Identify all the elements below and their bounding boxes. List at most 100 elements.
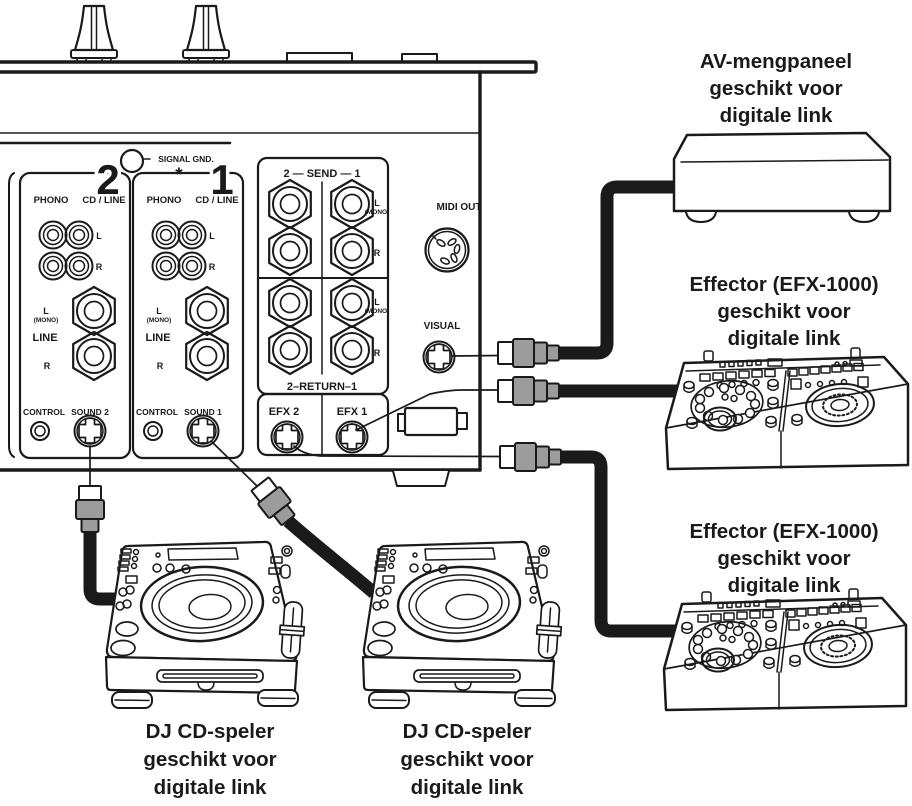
return-l-jack-1 — [330, 277, 374, 329]
svg-text:geschikt voor: geschikt voor — [400, 748, 533, 771]
return-l-label: L — [374, 297, 380, 307]
send-mono-label: (MONO) — [365, 209, 390, 216]
line-l-label: L — [43, 306, 49, 316]
send-l-label: L — [374, 198, 380, 208]
signal-gnd-label: SIGNAL GND. — [158, 154, 214, 164]
line-label: LINE — [32, 332, 57, 344]
fader-knob-right — [181, 4, 231, 63]
efx1-line — [355, 389, 501, 431]
line-mono-label: (MONO) — [147, 317, 172, 324]
sound1-line — [210, 440, 261, 490]
digital-link-plug-sound2 — [75, 485, 105, 533]
effector-bottom-label: Effector (EFX-1000) geschikt voor digita… — [689, 520, 878, 597]
fader-knob-left — [69, 4, 119, 63]
visual-label: VISUAL — [424, 321, 461, 332]
cable-to-effector-bottom — [561, 450, 676, 638]
svg-text:geschikt voor: geschikt voor — [143, 748, 276, 771]
cable-to-cd-left — [83, 530, 124, 606]
cd-line-l-jack — [177, 220, 207, 250]
send-return-section: 2 — SEND — 1 L (MONO) R L (MONO) R 2–RET… — [256, 156, 390, 396]
control-jack — [30, 421, 50, 441]
midi-out-connector — [424, 227, 470, 273]
cd-player-right-label: DJ CD-speler geschikt voor digitale link — [400, 720, 533, 799]
phono-l-jack — [151, 220, 181, 250]
send-r-jack — [268, 225, 312, 277]
line-r-jack — [185, 330, 229, 382]
channel-2-number: 2 — [96, 156, 119, 203]
svg-text:DJ CD-speler: DJ CD-speler — [403, 720, 532, 743]
phono-label: PHONO — [34, 195, 69, 206]
cable-to-cd-right — [283, 516, 379, 598]
cd-line-l-jack — [64, 220, 94, 250]
midi-out-label: MIDI OUT — [437, 202, 482, 213]
visual-line — [451, 354, 501, 357]
cd-line-label: CD / LINE — [195, 195, 238, 206]
cables — [83, 180, 688, 638]
line-r-label: R — [157, 361, 164, 371]
return-r-jack — [268, 324, 312, 376]
line-l-label: L — [156, 306, 162, 316]
top-bump-right — [401, 53, 438, 62]
sound-1-jack — [186, 414, 220, 448]
svg-text:digitale link: digitale link — [728, 574, 841, 597]
control-jack — [143, 421, 163, 441]
digital-link-plug-efx2 — [499, 442, 562, 472]
line-mono-label: (MONO) — [34, 317, 59, 324]
efx2-jack — [270, 420, 304, 454]
return-r-jack-1 — [330, 324, 374, 376]
svg-text:digitale link: digitale link — [720, 104, 833, 127]
svg-text:geschikt voor: geschikt voor — [717, 300, 850, 323]
device-labels: AV-mengpaneel geschikt voor digitale lin… — [143, 50, 878, 799]
cd-player-left-device — [104, 540, 308, 710]
return-mono-label: (MONO) — [365, 308, 390, 315]
bottom-tab — [392, 470, 450, 487]
svg-text:geschikt voor: geschikt voor — [717, 547, 850, 570]
send-header: 2 — SEND — 1 — [283, 168, 360, 180]
svg-text:Effector (EFX-1000): Effector (EFX-1000) — [689, 273, 878, 296]
control-label: CONTROL — [23, 407, 65, 417]
svg-text:DJ CD-speler: DJ CD-speler — [146, 720, 275, 743]
signal-gnd-terminal: SIGNAL GND. * — [119, 148, 214, 186]
efx2-label: EFX 2 — [269, 406, 300, 418]
send-r-label: R — [374, 248, 381, 258]
line-r-label: R — [44, 361, 51, 371]
sound-2-label: SOUND 2 — [71, 407, 109, 417]
mixer-rear-panel: SIGNAL GND. * 2 PHONO CD / LINE L R L (M… — [0, 4, 538, 487]
effector-device-top — [666, 348, 908, 469]
channel-1-section: 1 PHONO CD / LINE L R L (MONO) LINE R CO… — [131, 153, 245, 460]
rca-r-label: R — [209, 262, 216, 272]
channel-2-section: 2 PHONO CD / LINE L R L (MONO) LINE R CO… — [18, 153, 132, 460]
effector-top-label: Effector (EFX-1000) geschikt voor digita… — [689, 273, 878, 350]
cd-line-r-jack — [177, 251, 207, 281]
line-r-jack — [72, 330, 116, 382]
av-mixer-label: AV-mengpaneel geschikt voor digitale lin… — [700, 50, 852, 127]
send-l-jack-1 — [330, 178, 374, 230]
phono-r-jack — [38, 251, 68, 281]
effector-device-bottom — [664, 589, 906, 710]
av-mixer-device — [672, 131, 892, 223]
cd-line-r-jack — [64, 251, 94, 281]
phono-l-jack — [38, 220, 68, 250]
svg-text:digitale link: digitale link — [154, 776, 267, 799]
return-l-jack — [268, 277, 312, 329]
cable-to-av-mixer — [559, 180, 678, 360]
svg-text:Effector (EFX-1000): Effector (EFX-1000) — [689, 520, 878, 543]
channel-1-number: 1 — [210, 156, 233, 203]
sound-2-jack — [73, 414, 107, 448]
cd-player-right-device — [361, 540, 565, 710]
rca-r-label: R — [96, 262, 103, 272]
ac-inlet — [397, 406, 468, 437]
line-l-jack — [185, 285, 229, 337]
cd-player-left-label: DJ CD-speler geschikt voor digitale link — [143, 720, 276, 799]
send-l-jack — [268, 178, 312, 230]
sound-1-label: SOUND 1 — [184, 407, 222, 417]
line-l-jack — [72, 285, 116, 337]
cd-line-label: CD / LINE — [82, 195, 125, 206]
svg-text:geschikt voor: geschikt voor — [709, 77, 842, 100]
visual-jack — [422, 340, 456, 374]
send-r-jack-1 — [330, 225, 374, 277]
rca-l-label: L — [209, 231, 215, 241]
top-bump-left — [286, 52, 353, 62]
